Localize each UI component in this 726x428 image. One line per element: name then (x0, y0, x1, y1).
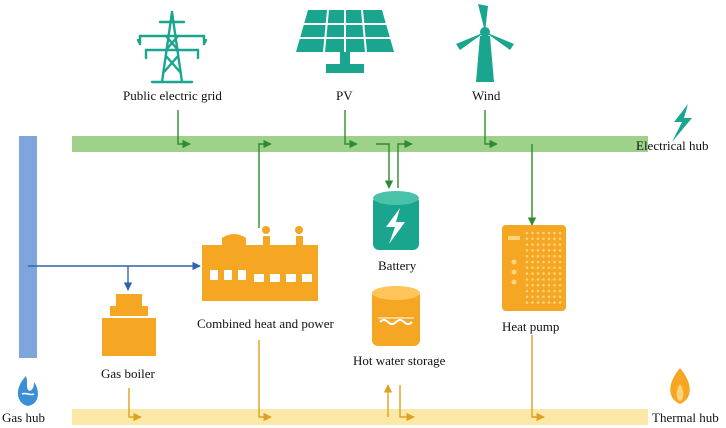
public-grid-label: Public electric grid (123, 88, 222, 103)
bus-to-battery-arrow (376, 143, 394, 189)
pv-label: PV (336, 88, 353, 103)
chp-to-bus-arrow (258, 340, 272, 422)
solar-panel-icon (296, 9, 394, 73)
gas-flame-icon (17, 376, 38, 406)
heat-pump-label: Heat pump (502, 319, 560, 334)
wind-label: Wind (472, 88, 501, 103)
gas-bus (19, 136, 37, 358)
grid-to-bus-arrow (177, 110, 191, 149)
gas-boiler-label: Gas boiler (101, 366, 155, 381)
battery-icon (373, 191, 419, 250)
boiler-to-bus-arrow (128, 388, 142, 422)
transmission-tower-icon (136, 10, 208, 84)
gas-flows (28, 261, 201, 291)
thermal-flows (128, 335, 545, 422)
battery-to-bus-arrow (397, 139, 413, 188)
heat-pump-icon (502, 225, 566, 311)
chp-factory-icon (202, 226, 318, 301)
electric-flows (177, 110, 537, 228)
battery-label: Battery (378, 258, 417, 273)
bus-to-storage-arrow (399, 385, 415, 422)
wind-turbine-icon (456, 4, 514, 82)
electrical-hub-label: Electrical hub (636, 138, 709, 153)
hot-water-storage-icon (372, 286, 420, 346)
thermal-flame-icon (670, 368, 690, 404)
electrical-hub-lightning-icon (672, 104, 692, 142)
gas-hub-label: Gas hub (2, 410, 45, 425)
pv-to-bus-arrow (344, 110, 358, 149)
thermal-bus (72, 409, 648, 425)
thermal-hub-label: Thermal hub (652, 410, 719, 425)
heatpump-to-bus-arrow (531, 335, 545, 422)
bus-to-chp-arrow (258, 139, 272, 228)
wind-to-bus-arrow (484, 110, 498, 149)
gas-boiler-icon (102, 294, 156, 356)
chp-label: Combined heat and power (197, 316, 334, 331)
hot-water-storage-label: Hot water storage (353, 353, 446, 368)
electrical-bus (72, 136, 648, 152)
